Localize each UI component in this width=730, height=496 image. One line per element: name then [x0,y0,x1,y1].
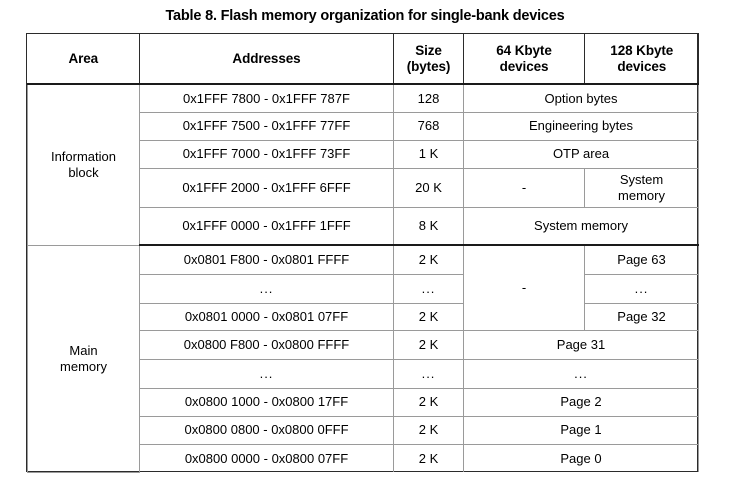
cell-addresses: 0x0800 1000 - 0x0800 17FF [139,387,394,417]
table-row: ... ... ... [28,358,699,389]
area-label-line2: memory [60,358,107,374]
column-header-64kbyte-line2: devices [499,58,549,74]
flash-memory-table: Area Addresses Size (bytes) 64 Kbyte dev… [27,34,699,473]
area-cell-information-block: Information block [27,83,140,246]
cell-128kbyte-line2: memory [618,187,665,203]
table-caption: Table 8. Flash memory organization for s… [165,8,565,24]
table-row: 0x0800 0000 - 0x0800 07FF 2 K Page 0 [28,443,699,472]
cell-addresses: ... [139,273,394,304]
cell-addresses: 0x0800 0000 - 0x0800 07FF [139,443,394,472]
cell-addresses: 0x1FFF 7000 - 0x1FFF 73FF [139,139,394,169]
table-header: Area Addresses Size (bytes) 64 Kbyte dev… [27,34,699,85]
cell-128kbyte-devices: Page 32 [584,302,699,331]
table-row: 0x1FFF 7000 - 0x1FFF 73FF 1 K OTP area [28,139,699,169]
area-label-line1: Main [69,343,98,359]
cell-addresses: 0x0801 F800 - 0x0801 FFFF [139,244,394,275]
cell-size: ... [393,273,464,304]
area-cell-main-memory: Main memory [27,244,140,473]
cell-devices-span: System memory [463,206,699,246]
cell-addresses: ... [139,358,394,389]
table-row: 0x0800 F800 - 0x0800 FFFF 2 K Page 31 [28,329,699,360]
flash-memory-table-container: Area Addresses Size (bytes) 64 Kbyte dev… [26,33,699,473]
cell-size: 1 K [393,139,464,169]
cell-devices-span: ... [463,358,699,389]
cell-size: 2 K [393,329,464,360]
cell-64kbyte-devices-merged: - [463,244,585,331]
column-header-128kbyte-line2: devices [617,58,667,74]
cell-128kbyte-devices: System memory [584,167,699,208]
cell-devices-span: Page 0 [463,443,699,472]
cell-addresses: 0x1FFF 7800 - 0x1FFF 787F [139,83,394,113]
column-header-size-line2: (bytes) [406,58,451,74]
cell-size: 8 K [393,206,464,246]
table-row: Main memory 0x0801 F800 - 0x0801 FFFF 2 … [27,244,699,473]
cell-size: 2 K [393,443,464,472]
cell-size: 2 K [393,244,464,275]
cell-addresses: 0x1FFF 2000 - 0x1FFF 6FFF [139,167,394,208]
table-row: Information block 0x1FFF 7800 - 0x1FFF 7… [27,83,699,246]
cell-128kbyte-devices: ... [584,273,699,304]
column-header-area: Area [27,34,140,85]
column-header-size: Size (bytes) [393,34,464,85]
table-body: Information block 0x1FFF 7800 - 0x1FFF 7… [27,83,699,473]
cell-devices-span: Page 1 [463,415,699,445]
cell-size: 20 K [393,167,464,208]
cell-devices-span: Page 2 [463,387,699,417]
cell-128kbyte-line1: System [619,172,664,188]
header-row: Area Addresses Size (bytes) 64 Kbyte dev… [27,34,699,85]
cell-addresses: 0x1FFF 0000 - 0x1FFF 1FFF [139,206,394,246]
cell-size: 2 K [393,387,464,417]
table-row: 0x1FFF 7500 - 0x1FFF 77FF 768 Engineerin… [28,111,699,141]
area-label-line1: Information [50,149,117,165]
table-row: 0x1FFF 0000 - 0x1FFF 1FFF 8 K System mem… [28,206,699,246]
table-row: ... ... ... [28,273,699,304]
cell-128kbyte-devices: Page 63 [584,244,699,275]
column-header-64kbyte-line1: 64 Kbyte [496,42,552,58]
column-header-128kbyte-devices: 128 Kbyte devices [584,34,699,85]
cell-size: 768 [393,111,464,141]
cell-size: 2 K [393,415,464,445]
column-header-128kbyte-line1: 128 Kbyte [610,42,674,58]
cell-size: 128 [393,83,464,113]
column-header-addresses: Addresses [139,34,394,85]
table-row: 0x1FFF 2000 - 0x1FFF 6FFF 20 K - System … [28,167,699,208]
cell-devices-span: OTP area [463,139,699,169]
cell-size: ... [393,358,464,389]
cell-64kbyte-devices: - [463,167,585,208]
cell-devices-span: Engineering bytes [463,111,699,141]
cell-addresses: 0x0801 0000 - 0x0801 07FF [139,302,394,331]
cell-devices-span: Option bytes [463,83,699,113]
column-header-64kbyte-devices: 64 Kbyte devices [463,34,585,85]
cell-addresses: 0x0800 0800 - 0x0800 0FFF [139,415,394,445]
cell-devices-span: Page 31 [463,329,699,360]
cell-addresses: 0x0800 F800 - 0x0800 FFFF [139,329,394,360]
column-header-size-line1: Size [415,42,442,58]
cell-size: 2 K [393,302,464,331]
cell-addresses: 0x1FFF 7500 - 0x1FFF 77FF [139,111,394,141]
area-label-line2: block [68,164,99,180]
